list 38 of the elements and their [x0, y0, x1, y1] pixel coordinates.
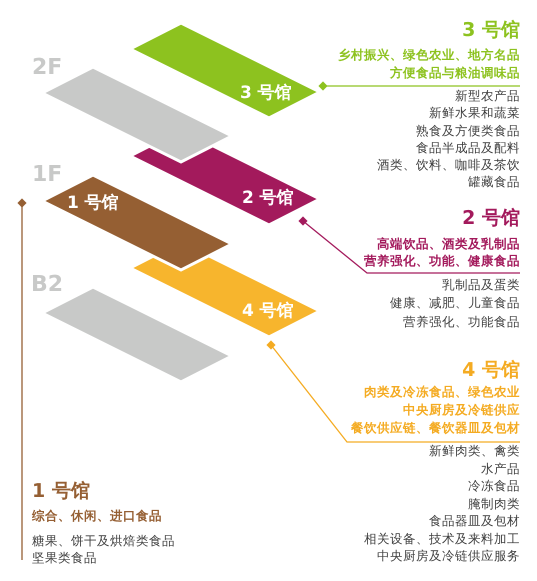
product-category: 酒类、饮料、咖啡及茶饮: [376, 156, 520, 174]
leader-line: [298, 216, 520, 274]
leader-line: [266, 340, 520, 443]
hall-heading: 2 号馆: [461, 206, 520, 231]
product-category: 水产品: [480, 460, 520, 477]
hall-label: 2 号馆: [242, 188, 294, 208]
hall-heading: 1 号馆: [32, 479, 91, 504]
product-category: 新鲜肉类、禽类: [428, 442, 520, 460]
product-category: 新鲜水果和蔬菜: [428, 104, 520, 122]
hall-label: 1 号馆: [67, 192, 119, 212]
leader-line: [318, 81, 520, 91]
hall-label: 4 号馆: [242, 300, 294, 320]
hall-theme: 方便食品与粮油调味品: [388, 64, 520, 82]
product-category: 糖果、饼干及烘焙类食品: [32, 532, 176, 548]
leader-line: [17, 198, 27, 560]
hall-theme: 肉类及冷冻食品、绿色农业: [363, 383, 520, 401]
hall-theme: 中央厨房及冷链供应: [402, 401, 520, 419]
product-category: 新型农产品: [454, 87, 520, 104]
product-category: 坚果类食品: [32, 548, 98, 566]
hall-theme: 乡村振兴、绿色农业、地方名品: [337, 46, 520, 64]
hall-theme: 综合、休闲、进口食品: [32, 507, 163, 525]
product-category: 腌制肉类: [467, 494, 520, 512]
product-category: 相关设备、技术及来料加工: [363, 530, 520, 547]
hall-theme: 营养强化、功能、健康食品: [363, 252, 520, 269]
product-category: 罐藏食品: [467, 173, 520, 191]
hall-theme: 高端饮品、酒类及乳制品: [376, 235, 520, 252]
product-category: 中央厨房及冷链供应服务: [376, 547, 520, 564]
product-category: 熟食及方便类食品: [415, 122, 520, 139]
product-category: 食品器皿及包材: [428, 512, 520, 530]
product-category: 营养强化、功能食品: [402, 312, 520, 331]
hall-heading: 3 号馆: [461, 18, 520, 43]
hall-theme: 餐饮供应链、餐饮器皿及包材: [350, 419, 520, 437]
product-category: 冷冻食品: [467, 477, 520, 494]
product-category: 食品半成品及配料: [415, 138, 520, 156]
hall-label: 3 号馆: [240, 82, 292, 102]
hall-heading: 4 号馆: [461, 358, 520, 383]
product-category: 乳制品及蛋类: [441, 276, 520, 294]
product-category: 健康、减肥、儿童食品: [389, 294, 520, 312]
